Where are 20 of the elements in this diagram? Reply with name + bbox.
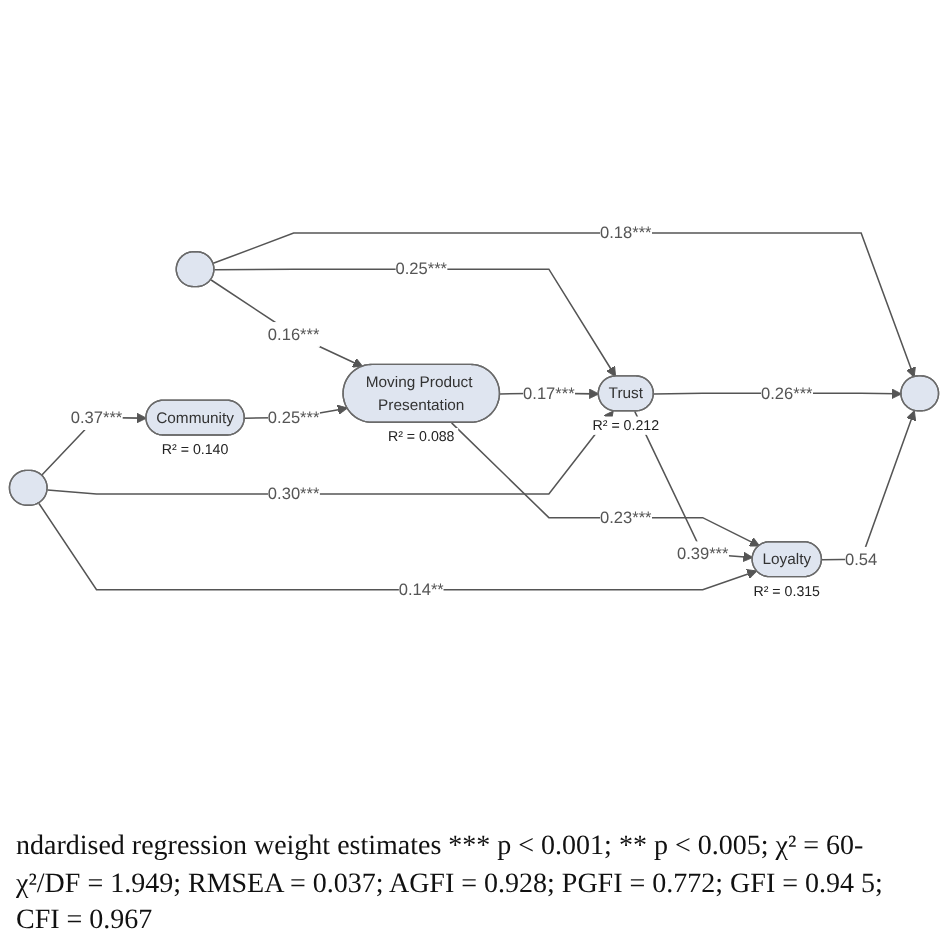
arrow	[821, 410, 917, 561]
edge-label: 0.39***	[676, 543, 729, 563]
arrow	[213, 268, 617, 377]
edge-label: 0.23***	[600, 507, 652, 527]
arrow	[210, 279, 364, 368]
arrow	[38, 502, 758, 591]
edge-label: 0.25***	[395, 259, 448, 279]
caption: ndardised regression weight estimates *** p < 0.001; ** p < 0.005; χ² = 60- χ²/DF = 1.949; RMSEA = 0.037; AGFI = 0.928; PGFI = 0.772; GFI = 0.94 5; CFI = 0.967	[16, 830, 885, 940]
edge-label: 0.26***	[760, 383, 813, 403]
edge-label: 0.54	[845, 549, 878, 569]
arrow	[46, 410, 614, 495]
edge-label: 0.37***	[70, 407, 123, 427]
edge-label: 0.25***	[267, 407, 320, 427]
edge-label: 0.17***	[523, 383, 575, 403]
edge-label: 0.18***	[600, 223, 652, 242]
edge-label: 0.14**	[398, 579, 444, 599]
arrow	[450, 422, 760, 547]
arrow	[212, 232, 916, 378]
edge-label: 0.30***	[267, 483, 320, 503]
edge-label: 0.16***	[267, 324, 320, 344]
